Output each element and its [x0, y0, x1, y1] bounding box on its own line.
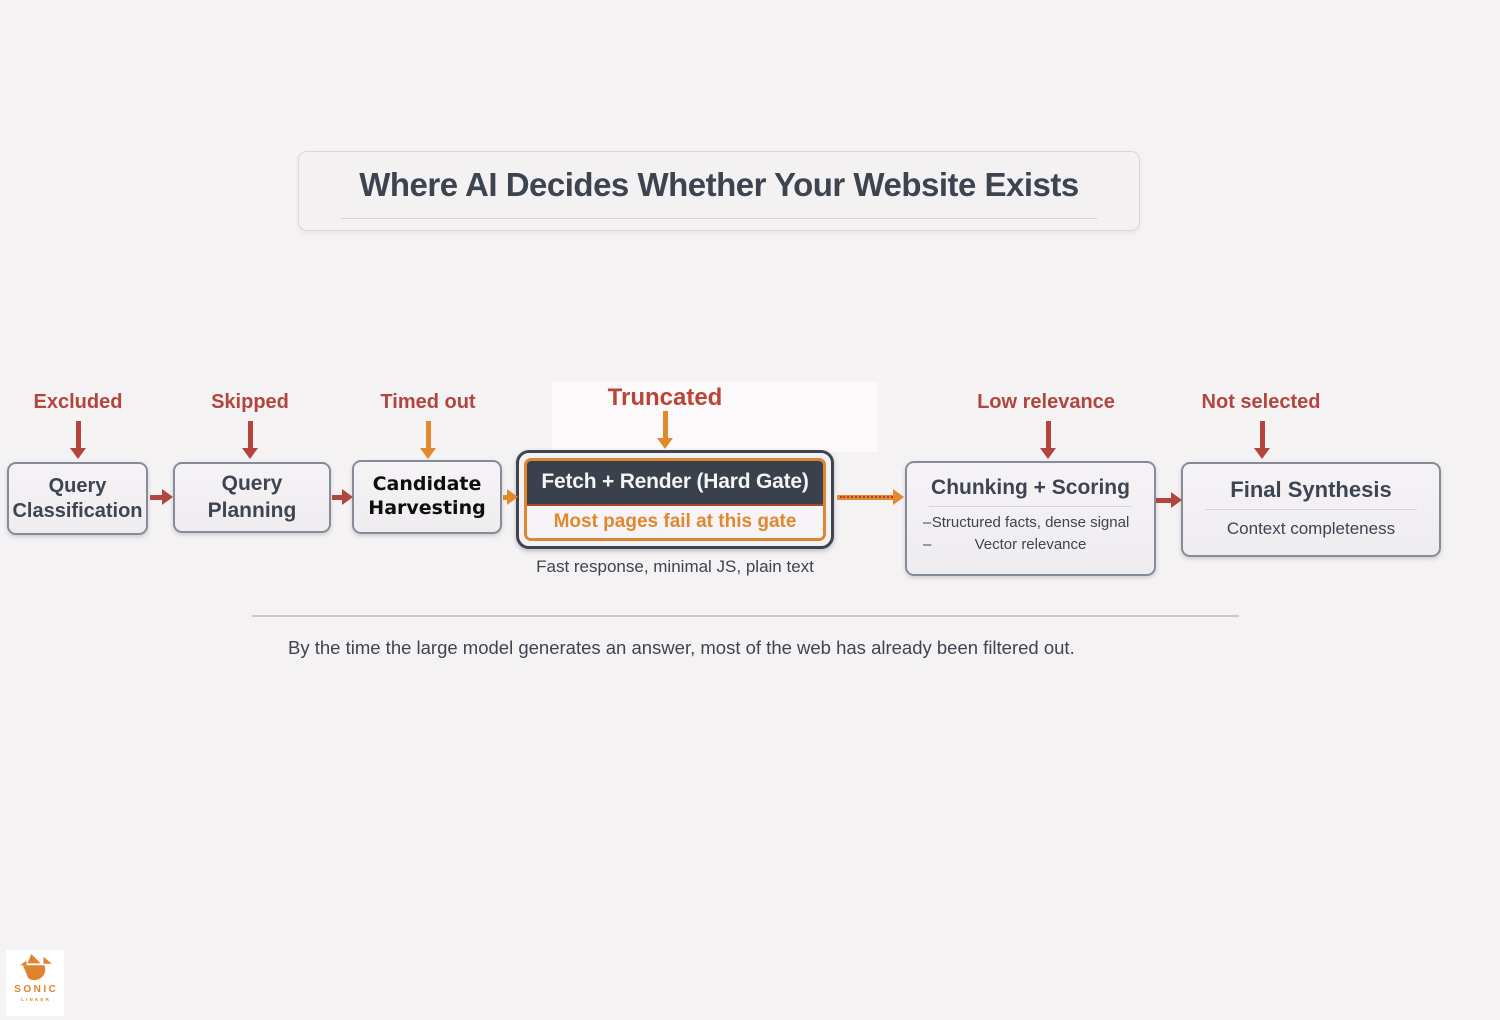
- chunking-bullet-2: – Vector relevance: [915, 536, 1146, 555]
- stage-final-synthesis: Final Synthesis Context completeness: [1181, 462, 1441, 557]
- bullet-text: Vector relevance: [974, 536, 1087, 553]
- down-arrow-timed-out: [419, 421, 437, 459]
- stage-label: Query Planning: [207, 472, 297, 522]
- fail-label-skipped: Skipped: [211, 391, 289, 413]
- bullet-dash: –: [923, 536, 932, 553]
- chunking-title: Chunking + Scoring: [931, 476, 1130, 499]
- stage-query-planning: Query Planning: [173, 462, 331, 533]
- brand-tagline: LINKER: [21, 996, 52, 1002]
- fetch-gate-inner: Fetch + Render (Hard Gate) Most pages fa…: [524, 458, 826, 541]
- brand-name: SONIC: [14, 984, 59, 995]
- flow-arrow-3: [503, 488, 518, 506]
- flow-arrow-1: [150, 488, 173, 506]
- fail-label-low-relevance: Low relevance: [977, 391, 1115, 413]
- down-arrow-low-relevance: [1039, 421, 1057, 459]
- origami-bird-icon: [20, 953, 52, 981]
- down-arrow-skipped: [241, 421, 259, 459]
- brand-logo: SONIC LINKER: [6, 950, 64, 1016]
- flow-arrow-2: [332, 488, 353, 506]
- final-divider: [1205, 508, 1417, 510]
- final-title: Final Synthesis: [1230, 477, 1392, 502]
- bullet-text: Structured facts, dense signal: [931, 514, 1130, 532]
- stage-query-classification: Query Classification: [7, 462, 148, 535]
- fail-label-timed-out: Timed out: [380, 391, 476, 413]
- title-underline: [341, 217, 1097, 219]
- fetch-gate-warning: Most pages fail at this gate: [527, 506, 823, 538]
- fetch-gate-header: Fetch + Render (Hard Gate): [527, 461, 823, 504]
- flow-arrow-5: [1156, 491, 1182, 509]
- stage-label: Candidate Harvesting: [368, 473, 486, 519]
- bullet-dash: –: [923, 514, 932, 532]
- page-title: Where AI Decides Whether Your Website Ex…: [359, 166, 1079, 203]
- title-panel: Where AI Decides Whether Your Website Ex…: [298, 151, 1140, 231]
- footer-note: By the time the large model generates an…: [288, 637, 1075, 658]
- stage-candidate-harvesting: Candidate Harvesting: [352, 460, 502, 534]
- chunking-bullet-1: – Structured facts, dense signal: [915, 514, 1146, 533]
- down-arrow-not-selected: [1253, 421, 1271, 459]
- highlight-patch: [552, 382, 878, 452]
- fetch-gate-caption: Fast response, minimal JS, plain text: [536, 557, 814, 576]
- flow-arrow-4: [837, 488, 904, 506]
- stage-chunking-scoring: Chunking + Scoring – Structured facts, d…: [905, 461, 1156, 576]
- fetch-gate-separator: [527, 503, 823, 507]
- down-arrow-excluded: [69, 421, 87, 459]
- fail-label-not-selected: Not selected: [1201, 391, 1321, 413]
- fail-label-excluded: Excluded: [33, 391, 123, 413]
- section-divider: [252, 615, 1239, 617]
- stage-label: Query Classification: [12, 474, 143, 522]
- stage-fetch-render-gate: Fetch + Render (Hard Gate) Most pages fa…: [516, 450, 834, 549]
- down-arrow-truncated: [656, 411, 674, 449]
- fail-label-truncated: Truncated: [607, 384, 723, 411]
- chunking-divider: [928, 506, 1133, 508]
- final-subtitle: Context completeness: [1226, 518, 1396, 538]
